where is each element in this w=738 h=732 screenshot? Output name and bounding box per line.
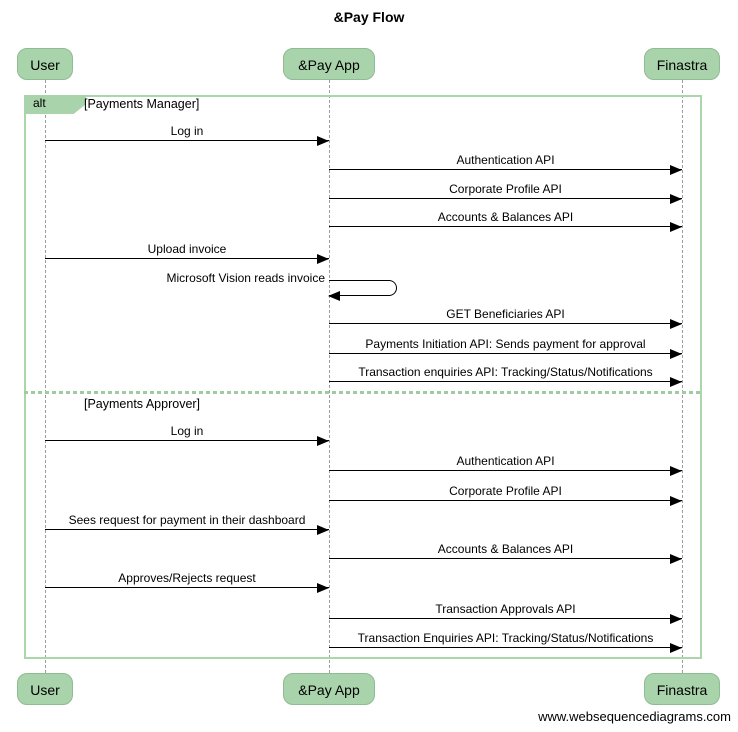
actor-user-bottom: User [17, 673, 73, 705]
message: GET Beneficiaries API [329, 307, 682, 329]
arrowhead-icon [328, 291, 340, 301]
condition-payments-approver: [Payments Approver] [84, 397, 201, 411]
message-label: Log in [170, 424, 204, 438]
message-arrow [329, 466, 682, 476]
message-label: Payments Initiation API: Sends payment f… [365, 337, 646, 351]
arrowhead-icon [670, 165, 682, 175]
message: Transaction enquiries API: Tracking/Stat… [329, 365, 682, 387]
actor-finastra-bottom: Finastra [644, 673, 720, 705]
arrowhead-icon [670, 466, 682, 476]
actor-finastra-top: Finastra [644, 48, 720, 80]
message-arrow [329, 194, 682, 204]
message-arrow [45, 254, 329, 264]
message-label: Corporate Profile API [449, 484, 562, 498]
lifeline-user [44, 80, 46, 673]
message-arrow [329, 349, 682, 359]
message-label: Authentication API [456, 454, 555, 468]
message-label: Accounts & Balances API [437, 210, 574, 224]
message-arrow [329, 614, 682, 624]
actor-user-top: User [17, 48, 73, 80]
arrowhead-icon [317, 136, 329, 146]
message-label: Transaction enquiries API: Tracking/Stat… [358, 365, 653, 379]
message: Authentication API [329, 153, 682, 175]
message: Upload invoice [45, 242, 329, 264]
self-message-label: Microsoft Vision reads invoice [166, 271, 325, 285]
message-label: GET Beneficiaries API [446, 307, 565, 321]
diagram-title: &Pay Flow [333, 9, 405, 25]
message: Accounts & Balances API [329, 542, 682, 564]
message-arrow [45, 436, 329, 446]
arrowhead-icon [670, 222, 682, 232]
message-label: Authentication API [456, 153, 555, 167]
message: Sees request for payment in their dashbo… [45, 513, 329, 535]
alt-frame [24, 95, 702, 659]
arrowhead-icon [670, 496, 682, 506]
message-arrow [45, 525, 329, 535]
arrowhead-icon [317, 254, 329, 264]
message-label: Sees request for payment in their dashbo… [68, 513, 306, 527]
alt-divider [24, 391, 702, 394]
message: Log in [45, 424, 329, 446]
message: Payments Initiation API: Sends payment f… [329, 337, 682, 359]
message-arrow [45, 136, 329, 146]
arrowhead-icon [670, 614, 682, 624]
message: Approves/Rejects request [45, 571, 329, 593]
message-arrow [329, 554, 682, 564]
arrowhead-icon [670, 194, 682, 204]
actor-app-top: &Pay App [283, 48, 375, 80]
actor-app-bottom: &Pay App [283, 673, 375, 705]
condition-payments-manager: [Payments Manager] [84, 97, 200, 111]
websequencediagrams-watermark: www.websequencediagrams.com [538, 709, 731, 724]
message-label: Approves/Rejects request [118, 571, 256, 585]
message: Transaction Enquiries API: Tracking/Stat… [329, 631, 682, 653]
message-arrow [329, 643, 682, 653]
arrowhead-icon [317, 525, 329, 535]
message: Corporate Profile API [329, 182, 682, 204]
message: Accounts & Balances API [329, 210, 682, 232]
arrowhead-icon [317, 436, 329, 446]
message: Authentication API [329, 454, 682, 476]
message: Log in [45, 124, 329, 146]
message-arrow [45, 583, 329, 593]
arrowhead-icon [670, 643, 682, 653]
message-label: Log in [170, 124, 204, 138]
message-label: Transaction Approvals API [435, 602, 576, 616]
message-arrow [329, 496, 682, 506]
arrowhead-icon [670, 377, 682, 387]
arrowhead-icon [670, 349, 682, 359]
message: Transaction Approvals API [329, 602, 682, 624]
arrowhead-icon [670, 554, 682, 564]
message-label: Upload invoice [147, 242, 227, 256]
message-arrow [329, 377, 682, 387]
message: Corporate Profile API [329, 484, 682, 506]
message-label: Corporate Profile API [449, 182, 562, 196]
message-arrow [329, 165, 682, 175]
message-arrow [329, 222, 682, 232]
alt-operator-tab: alt [24, 95, 86, 114]
message-arrow [329, 319, 682, 329]
arrowhead-icon [670, 319, 682, 329]
arrowhead-icon [317, 583, 329, 593]
self-message-loop [328, 280, 397, 301]
lifeline-app [328, 80, 330, 673]
message-label: Accounts & Balances API [437, 542, 574, 556]
message-label: Transaction Enquiries API: Tracking/Stat… [357, 631, 654, 645]
lifeline-finastra [681, 80, 683, 673]
